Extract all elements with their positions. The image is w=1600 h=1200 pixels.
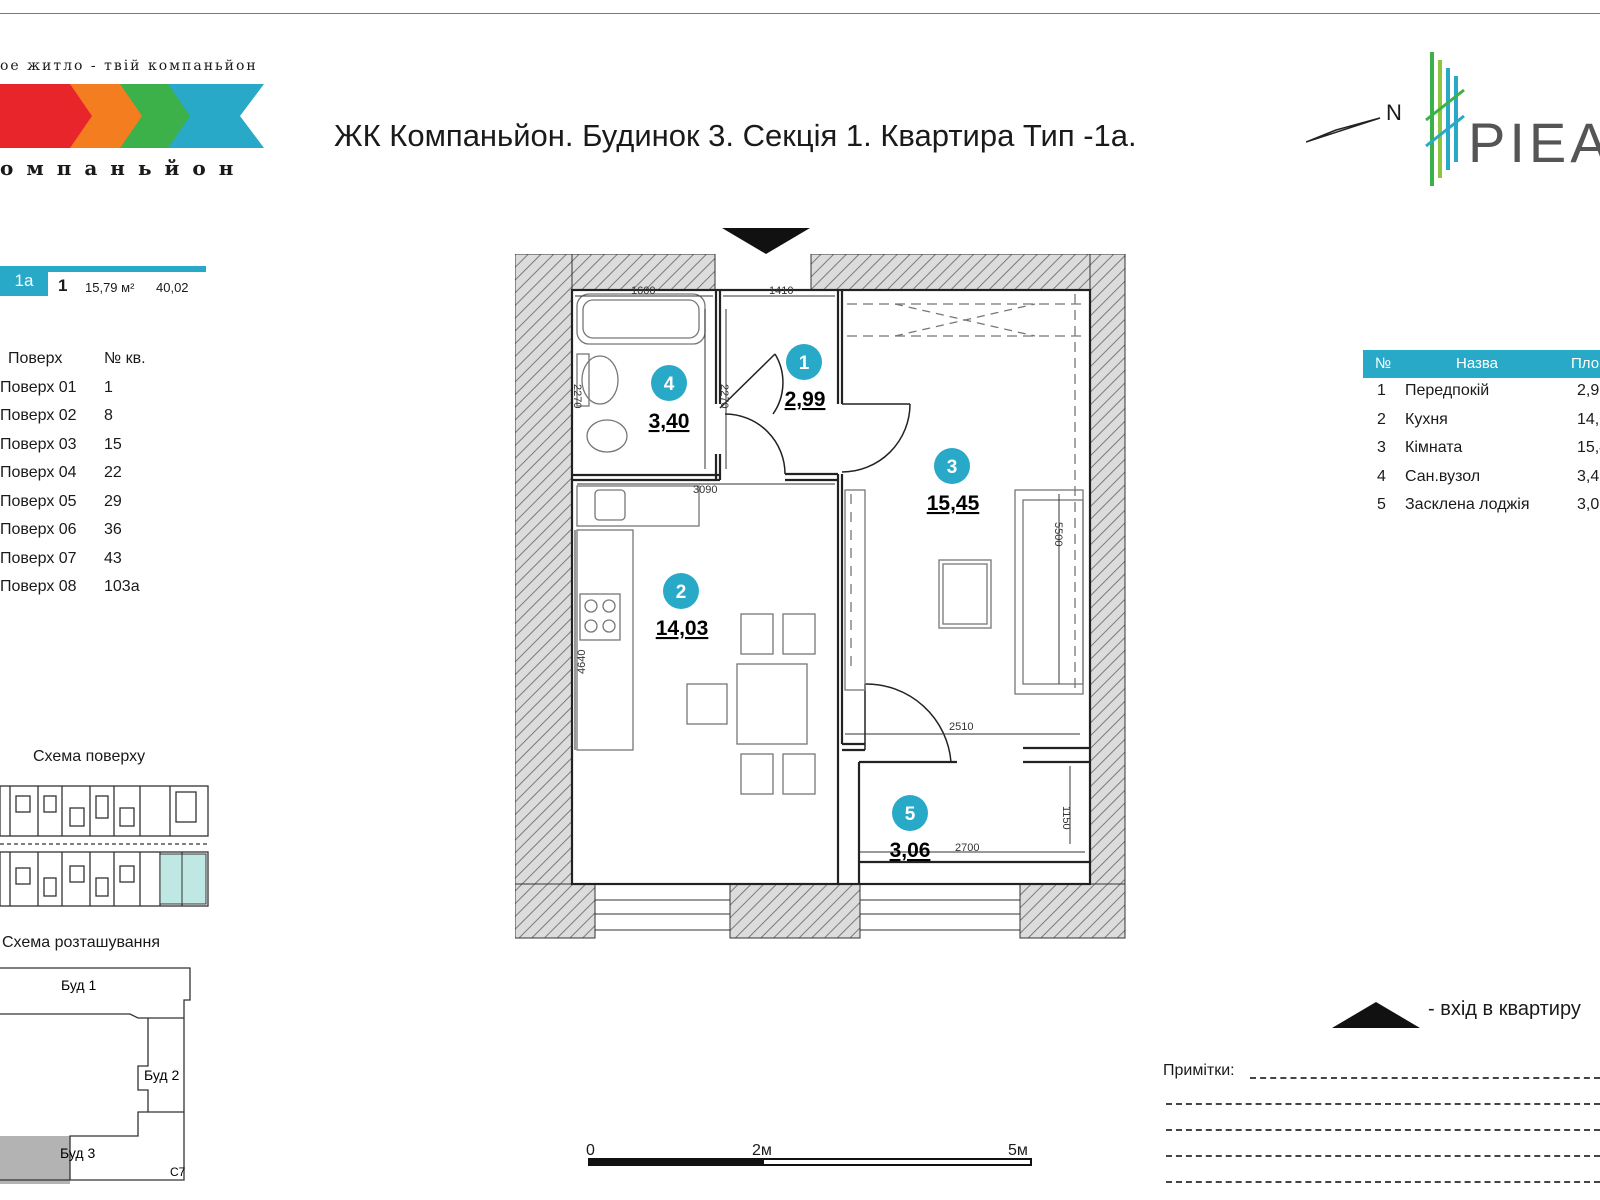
legend-area-cell: 3,4 [1577, 467, 1600, 485]
scale-label-2m: 2м [752, 1142, 772, 1159]
developer-logo-text: PIEA [1468, 111, 1600, 174]
legend-name-cell: Засклена лоджія [1405, 496, 1530, 513]
dim-4640: 4640 [576, 650, 588, 674]
apartment-number-cell: 43 [104, 549, 122, 567]
room-marker-4: 4 3,40 [649, 365, 690, 433]
apartment-number-cell: 8 [104, 407, 113, 424]
legend-area-cell: 3,0 [1577, 496, 1600, 513]
apartment-number-cell: 15 [104, 435, 122, 453]
floor-cell: Поверх 05 [0, 492, 77, 510]
scale-bar [588, 1158, 1032, 1166]
apartment-number-cell: 22 [104, 464, 122, 481]
notes-line [1250, 1077, 1600, 1079]
legend-area-cell: 15,4 [1577, 439, 1600, 456]
legend-area-header: Пло [1571, 355, 1600, 372]
dim-2270-hall: 2270 [718, 384, 730, 408]
legend-number-cell: 1 [1377, 382, 1386, 399]
summary-bar [48, 266, 206, 272]
dim-3090: 3090 [693, 484, 717, 496]
floor-plan: 1600 1410 2270 2270 3090 5500 4640 2510 … [515, 254, 1126, 939]
legend-number-header: № [1375, 355, 1392, 372]
room-marker-1: 1 2,99 [785, 344, 826, 411]
notes-line [1166, 1181, 1600, 1183]
room-area: 3,06 [890, 839, 931, 862]
dim-5500: 5500 [1052, 522, 1064, 546]
developer-logo-mark [1425, 52, 1465, 186]
room-area: 14,03 [656, 617, 709, 640]
apartment-number-cell: 29 [104, 492, 122, 510]
notes-line [1166, 1155, 1600, 1157]
room-number: 2 [676, 582, 687, 603]
legend-area-cell: 14,0 [1577, 410, 1600, 428]
living-area-value: 15,79 м² [85, 280, 135, 295]
floor-cell: Поверх 01 [0, 378, 77, 396]
floor-column-header: Поверх [8, 350, 63, 367]
room-marker-5: 5 3,06 [890, 795, 931, 862]
floor-cell: Поверх 08 [0, 578, 77, 595]
total-area-value: 40,02 [156, 280, 189, 295]
floor-cell: Поверх 04 [0, 464, 77, 481]
logo-chevrons [0, 84, 264, 148]
room-legend-header: № Назва Пло [1363, 350, 1600, 378]
room-area: 15,45 [927, 492, 980, 515]
floor-cell: Поверх 07 [0, 549, 77, 567]
room-number: 5 [905, 804, 916, 825]
corner-label: С7 [170, 1165, 186, 1179]
apartment-number-cell: 1 [104, 378, 113, 396]
building-1-label: Буд 1 [61, 977, 96, 993]
top-border-line [0, 13, 1600, 14]
legend-name-cell: Сан.вузол [1405, 467, 1481, 485]
legend-number-cell: 2 [1377, 410, 1386, 428]
room-area: 3,40 [649, 410, 690, 433]
dim-2700: 2700 [955, 842, 979, 854]
location-scheme-diagram: Буд 1 Буд 2 Буд 3 С7 [0, 967, 191, 1184]
notes-line [1166, 1129, 1600, 1131]
apartment-number-column-header: № кв. [104, 350, 146, 367]
building-3-label: Буд 3 [60, 1145, 95, 1161]
legend-name-cell: Кухня [1405, 410, 1448, 428]
floor-scheme-label: Схема поверху [33, 748, 146, 765]
floor-cell: Поверх 02 [0, 407, 77, 424]
dim-1410: 1410 [769, 285, 793, 297]
entry-legend-text: - вхід в квартиру [1428, 998, 1581, 1020]
logo-brand-name: омпаньйон [0, 156, 247, 180]
room-area: 2,99 [785, 388, 826, 411]
legend-number-cell: 3 [1377, 439, 1386, 456]
scale-label-5m: 5м [1008, 1142, 1028, 1159]
legend-name-cell: Кімната [1405, 439, 1463, 456]
building-2-label: Буд 2 [144, 1067, 179, 1083]
page-title: ЖК Компаньйон. Будинок 3. Секція 1. Квар… [334, 118, 1137, 153]
rooms-count: 1 [58, 276, 68, 295]
entry-legend-arrow-icon [1332, 1002, 1420, 1028]
entrance-arrow-icon [722, 228, 810, 254]
scale-label-0: 0 [586, 1142, 595, 1159]
floor-cell: Поверх 06 [0, 521, 77, 538]
dim-2270-bath: 2270 [571, 384, 583, 408]
room-number: 4 [664, 374, 675, 395]
legend-area-cell: 2,9 [1577, 382, 1600, 399]
floor-cell: Поверх 03 [0, 435, 77, 453]
apartment-type-badge: 1а [0, 266, 48, 296]
compass-arrow-icon [1306, 117, 1381, 143]
legend-number-cell: 5 [1377, 496, 1386, 513]
dim-2510: 2510 [949, 721, 973, 733]
location-scheme-label: Схема розташування [2, 934, 161, 951]
room-marker-3: 3 15,45 [927, 448, 980, 515]
room-number: 3 [947, 457, 958, 478]
dim-1150: 1150 [1060, 806, 1072, 830]
dim-1600: 1600 [631, 285, 655, 297]
notes-label: Примітки: [1163, 1062, 1235, 1079]
room-number: 1 [799, 353, 810, 374]
room-marker-2: 2 14,03 [656, 573, 709, 640]
legend-name-cell: Передпокій [1405, 382, 1490, 399]
floor-scheme-diagram [0, 785, 209, 907]
logo-tagline: ое житло - твій компаньйон [0, 58, 258, 74]
compass-north-label: N [1386, 100, 1402, 125]
apartment-number-cell: 103а [104, 578, 140, 595]
legend-name-header: Назва [1456, 355, 1499, 372]
notes-line [1166, 1103, 1600, 1105]
legend-number-cell: 4 [1377, 467, 1386, 485]
apartment-number-cell: 36 [104, 521, 122, 538]
